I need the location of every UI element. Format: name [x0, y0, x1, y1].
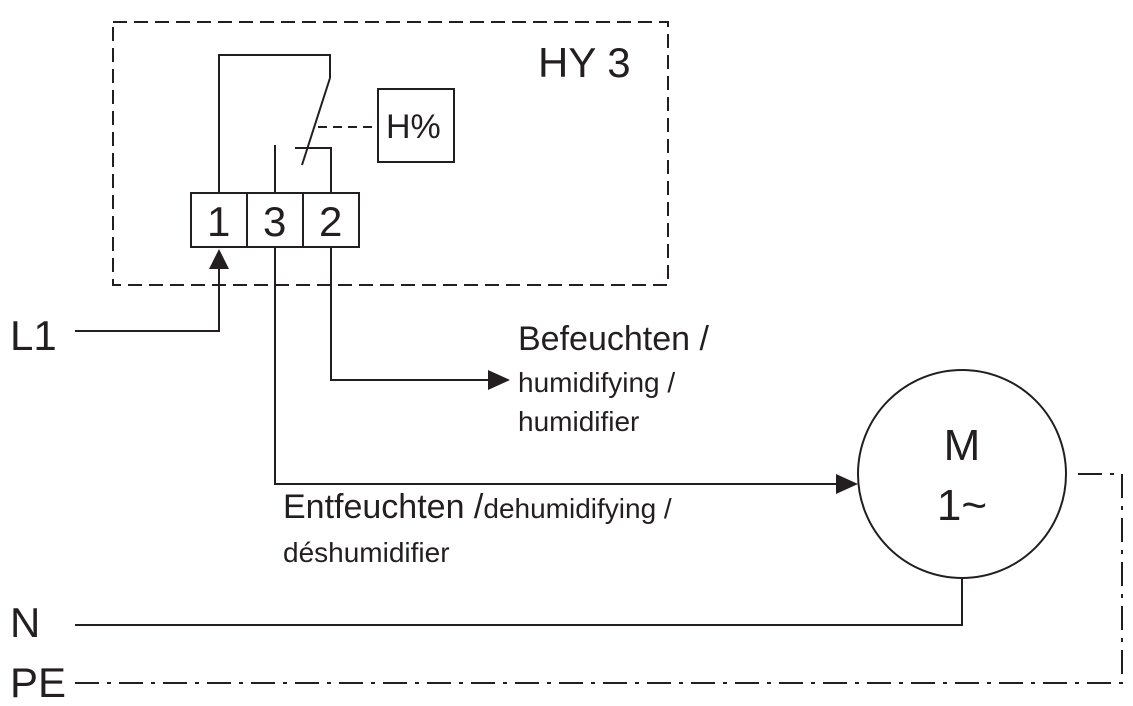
l1-arrow-head — [209, 249, 229, 269]
humidify-label-en: humidifying / — [518, 367, 676, 398]
humidity-sensor-box — [377, 88, 455, 163]
relay-contact-arm — [301, 77, 331, 166]
internal-wire-1 — [218, 54, 331, 193]
n-label: N — [10, 599, 41, 646]
motor-label: M — [943, 421, 981, 470]
dehumidify-arrow-head — [836, 474, 858, 494]
dehumidify-label-fr: déshumidifier — [283, 537, 450, 568]
l1-label: L1 — [10, 312, 57, 359]
n-wire — [75, 578, 963, 626]
terminal-2-label: 2 — [319, 198, 343, 245]
pe-wire — [75, 473, 1123, 684]
terminal-1-label: 1 — [207, 198, 231, 245]
dehumidify-label-en: dehumidifying / — [483, 493, 672, 524]
motor-circle — [857, 369, 1067, 579]
humidify-label-fr: humidifier — [518, 406, 640, 437]
sensor-label: H% — [386, 108, 441, 146]
terminal-3-label: 3 — [263, 198, 287, 245]
humidify-arrow-head — [488, 370, 510, 390]
pe-label: PE — [10, 659, 67, 706]
humidify-label-de: Befeuchten / — [518, 320, 709, 358]
l1-wire — [75, 268, 220, 332]
motor-phase-label: 1~ — [936, 481, 988, 530]
device-enclosure — [112, 21, 669, 286]
dehumidify-label: Entfeuchten /dehumidifying / — [283, 490, 672, 524]
internal-wire-2 — [295, 147, 332, 193]
dehumidify-label-de: Entfeuchten / — [283, 488, 484, 526]
humidify-wire — [330, 247, 490, 381]
dehumidify-wire — [274, 247, 838, 485]
device-name: HY 3 — [538, 39, 631, 86]
